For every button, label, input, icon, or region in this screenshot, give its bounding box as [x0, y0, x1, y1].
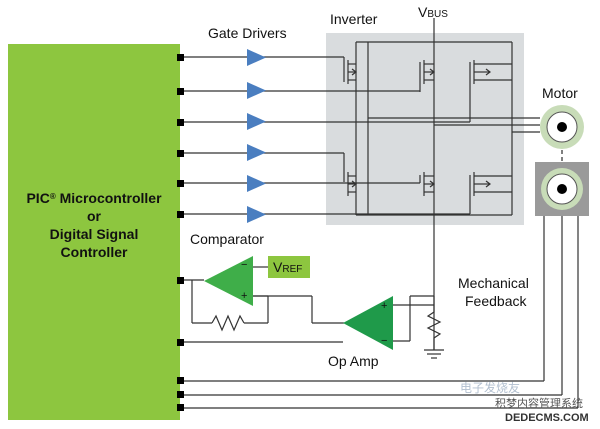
mosfet-high-2	[419, 60, 435, 92]
comparator-label: Comparator	[190, 231, 264, 247]
controller-label-line1: PIC® Microcontroller	[26, 190, 162, 206]
mosfet-switches	[343, 57, 512, 214]
mosfet-high-1	[343, 57, 357, 84]
op-amp-wiring	[184, 295, 444, 359]
vref-box	[268, 256, 310, 278]
mechanical-feedback-label-1: Mechanical	[458, 275, 529, 291]
mosfet-high-3	[469, 60, 512, 122]
gate-driver-6	[247, 206, 266, 223]
comparator-minus: −	[241, 259, 247, 271]
controller-block	[8, 44, 180, 420]
vbus-label: VBUS	[418, 4, 448, 20]
controller-pins	[177, 54, 184, 411]
feedback-wiring	[184, 216, 579, 409]
inverter-wiring	[355, 18, 540, 350]
op-amp-minus: −	[381, 335, 387, 347]
watermark: 电子发烧友 积梦内容管理系统 DEDECMS.COM	[460, 380, 589, 424]
gate-driver-5	[247, 175, 266, 192]
watermark-brand: 电子发烧友	[460, 380, 520, 395]
comparator-plus: +	[241, 290, 247, 302]
mosfet-low-2	[419, 172, 435, 196]
gate-driver-4	[247, 144, 266, 161]
inverter-block	[326, 33, 524, 225]
motor-symbol	[540, 105, 584, 149]
motor-label: Motor	[542, 85, 578, 101]
watermark-domain: DEDECMS.COM	[505, 412, 589, 424]
mechanical-feedback-label-2: Feedback	[465, 293, 527, 309]
mosfet-low-1	[343, 153, 357, 196]
vref-label: VREF	[273, 259, 302, 275]
watermark-cms: 积梦内容管理系统	[495, 396, 583, 410]
controller-label-line2: or	[87, 208, 102, 224]
gate-driver-buffers	[247, 49, 266, 223]
controller-label-line3: Digital Signal	[50, 226, 139, 242]
controller-label-line4: Controller	[61, 244, 128, 260]
comparator-symbol	[204, 256, 253, 306]
gate-driver-3	[247, 113, 266, 130]
op-amp-symbol	[343, 296, 393, 350]
comparator-wiring	[184, 266, 344, 332]
gate-driver-2	[247, 82, 266, 99]
op-amp-label: Op Amp	[328, 353, 379, 369]
op-amp-plus: +	[381, 300, 387, 312]
gate-driver-1	[247, 49, 266, 66]
encoder-block	[535, 162, 589, 216]
gate-drivers-label: Gate Drivers	[208, 25, 287, 41]
mosfet-low-3	[469, 172, 512, 214]
inverter-label: Inverter	[330, 11, 378, 27]
